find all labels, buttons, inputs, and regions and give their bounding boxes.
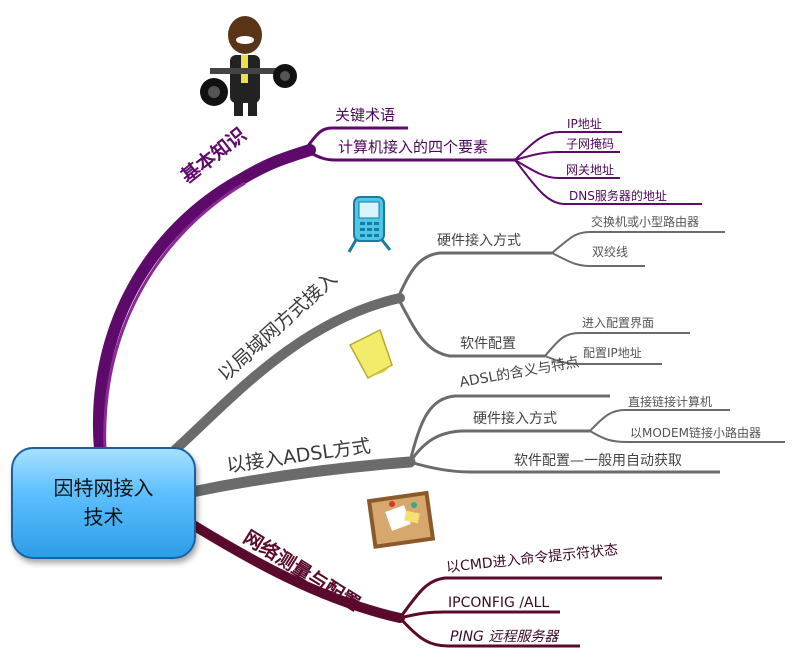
businessman-dumbbell-illustration <box>200 16 297 116</box>
leaf-gateway[interactable]: 网关地址 <box>566 163 615 177</box>
sticky-note-illustration <box>348 328 393 380</box>
connector-four <box>304 148 515 162</box>
node-lan-hardware[interactable]: 硬件接入方式 <box>437 233 521 249</box>
connector-four-ip <box>514 131 622 161</box>
node-adsl-hardware[interactable]: 硬件接入方式 <box>473 411 557 427</box>
node-four-elements[interactable]: 计算机接入的四个要素 <box>338 138 489 156</box>
branch-basics-curve-2 <box>103 181 246 451</box>
node-key-terms[interactable]: 关键术语 <box>335 106 396 124</box>
node-lan-software[interactable]: 软件配置 <box>460 336 516 352</box>
corkboard-illustration <box>366 490 436 549</box>
leaf-network-ping[interactable]: PING 远程服务器 <box>450 629 559 645</box>
connector-terms <box>303 126 408 151</box>
connector-lan-hardware <box>396 251 552 299</box>
connector-lan-sw-ip <box>544 355 662 365</box>
node-adsl-software[interactable]: 软件配置—一般用自动获取 <box>514 453 682 469</box>
root-node[interactable]: 因特网接入 技术 <box>11 447 196 559</box>
leaf-network-ipconfig[interactable]: IPCONFIG /ALL <box>448 595 550 611</box>
connector-lan-hw-cable <box>551 252 645 267</box>
branch-adsl-curve <box>186 456 416 498</box>
connector-adsl-hardware <box>408 429 590 463</box>
connector-four-mask <box>514 151 620 161</box>
connector-network-cmd <box>398 576 662 619</box>
connector-adsl-meaning <box>408 394 610 463</box>
connector-adsl-software <box>409 460 720 474</box>
root-label-line2: 技术 <box>83 505 124 529</box>
connector-adsl-hw-modem <box>589 430 785 443</box>
connector-adsl-hw-direct <box>589 409 730 432</box>
connector-lan-software <box>396 297 545 358</box>
leaf-adsl-direct[interactable]: 直接链接计算机 <box>628 395 713 409</box>
connector-lan-hw-switch <box>551 231 725 254</box>
leaf-lan-twisted-pair[interactable]: 双绞线 <box>592 245 629 259</box>
branch-lan-curve <box>170 293 405 455</box>
leaf-lan-switch[interactable]: 交换机或小型路由器 <box>591 215 700 229</box>
connector-four-gw <box>514 159 620 179</box>
mobile-phone-illustration <box>347 196 392 253</box>
connector-four-dns <box>514 159 702 205</box>
leaf-ip-address[interactable]: IP地址 <box>567 117 602 131</box>
branch-basics-curve <box>92 144 316 456</box>
leaf-lan-enter-config[interactable]: 进入配置界面 <box>582 316 655 330</box>
connector-lan-sw-enter <box>544 332 690 357</box>
connector-network-ipconfig <box>399 610 560 620</box>
leaf-subnet-mask[interactable]: 子网掩码 <box>566 137 615 151</box>
connector-network-ping <box>398 616 580 648</box>
root-label-line1: 因特网接入 <box>53 476 154 500</box>
leaf-adsl-modem[interactable]: 以MODEM链接小路由器 <box>630 426 761 440</box>
branch-network-curve <box>180 515 405 623</box>
leaf-dns[interactable]: DNS服务器的地址 <box>569 189 667 203</box>
leaf-lan-config-ip[interactable]: 配置IP地址 <box>583 346 642 360</box>
